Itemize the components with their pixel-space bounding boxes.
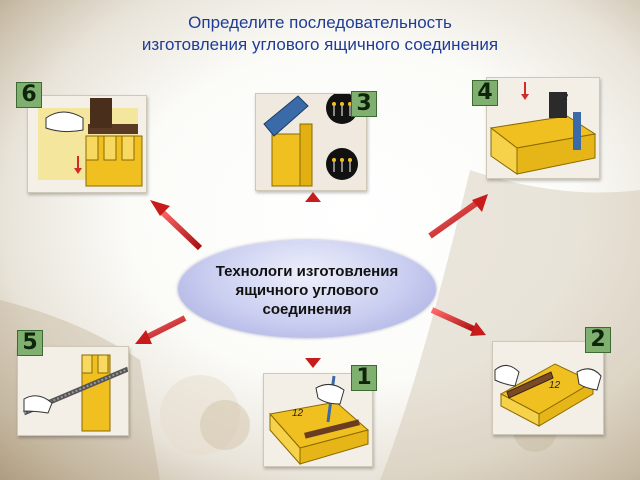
dimension-label: 2 (563, 92, 569, 102)
arrow-to-card-4 (428, 194, 488, 239)
step-card-2[interactable]: 12 (492, 341, 604, 435)
dimension-label: 12 (549, 380, 561, 391)
center-topic-ellipse (178, 240, 436, 338)
step-badge-6: 6 (16, 82, 42, 108)
step-badge-5: 5 (17, 330, 43, 356)
step-card-4[interactable]: 2 (486, 77, 600, 179)
center-line-1: Технологи изготовления (215, 263, 399, 280)
step-badge-2: 2 (585, 327, 611, 353)
title-line-2: изготовления углового ящичного соединени… (141, 35, 499, 54)
arrow-to-card-5 (135, 315, 187, 344)
step-badge-1: 1 (351, 365, 377, 391)
step-badge-3: 3 (351, 91, 377, 117)
dimension-label: 12 (292, 408, 304, 419)
title-line-1: Определите последовательность (188, 13, 452, 32)
arrow-to-card-2 (430, 307, 486, 336)
chisel-mortise-illustration (38, 98, 143, 187)
arrow-to-card-6 (150, 200, 203, 251)
saw-cut-illustration (256, 94, 366, 190)
step-card-5[interactable] (17, 346, 129, 436)
center-line-3: соединения (262, 301, 352, 318)
square-marking-illustration (493, 342, 603, 434)
step-badge-4: 4 (472, 80, 498, 106)
step-card-3[interactable] (255, 93, 367, 191)
step-card-6[interactable] (27, 95, 147, 193)
center-line-2: ящичного углового (235, 282, 379, 299)
arrow-to-card-3 (305, 192, 321, 226)
marking-gauge-illustration (487, 78, 599, 178)
page-title: Определите последовательность изготовлен… (0, 12, 640, 56)
arrow-to-card-1 (305, 342, 321, 368)
center-topic-text: Технологи изготовления ящичного углового… (178, 262, 436, 319)
file-finish-illustration (18, 347, 128, 435)
